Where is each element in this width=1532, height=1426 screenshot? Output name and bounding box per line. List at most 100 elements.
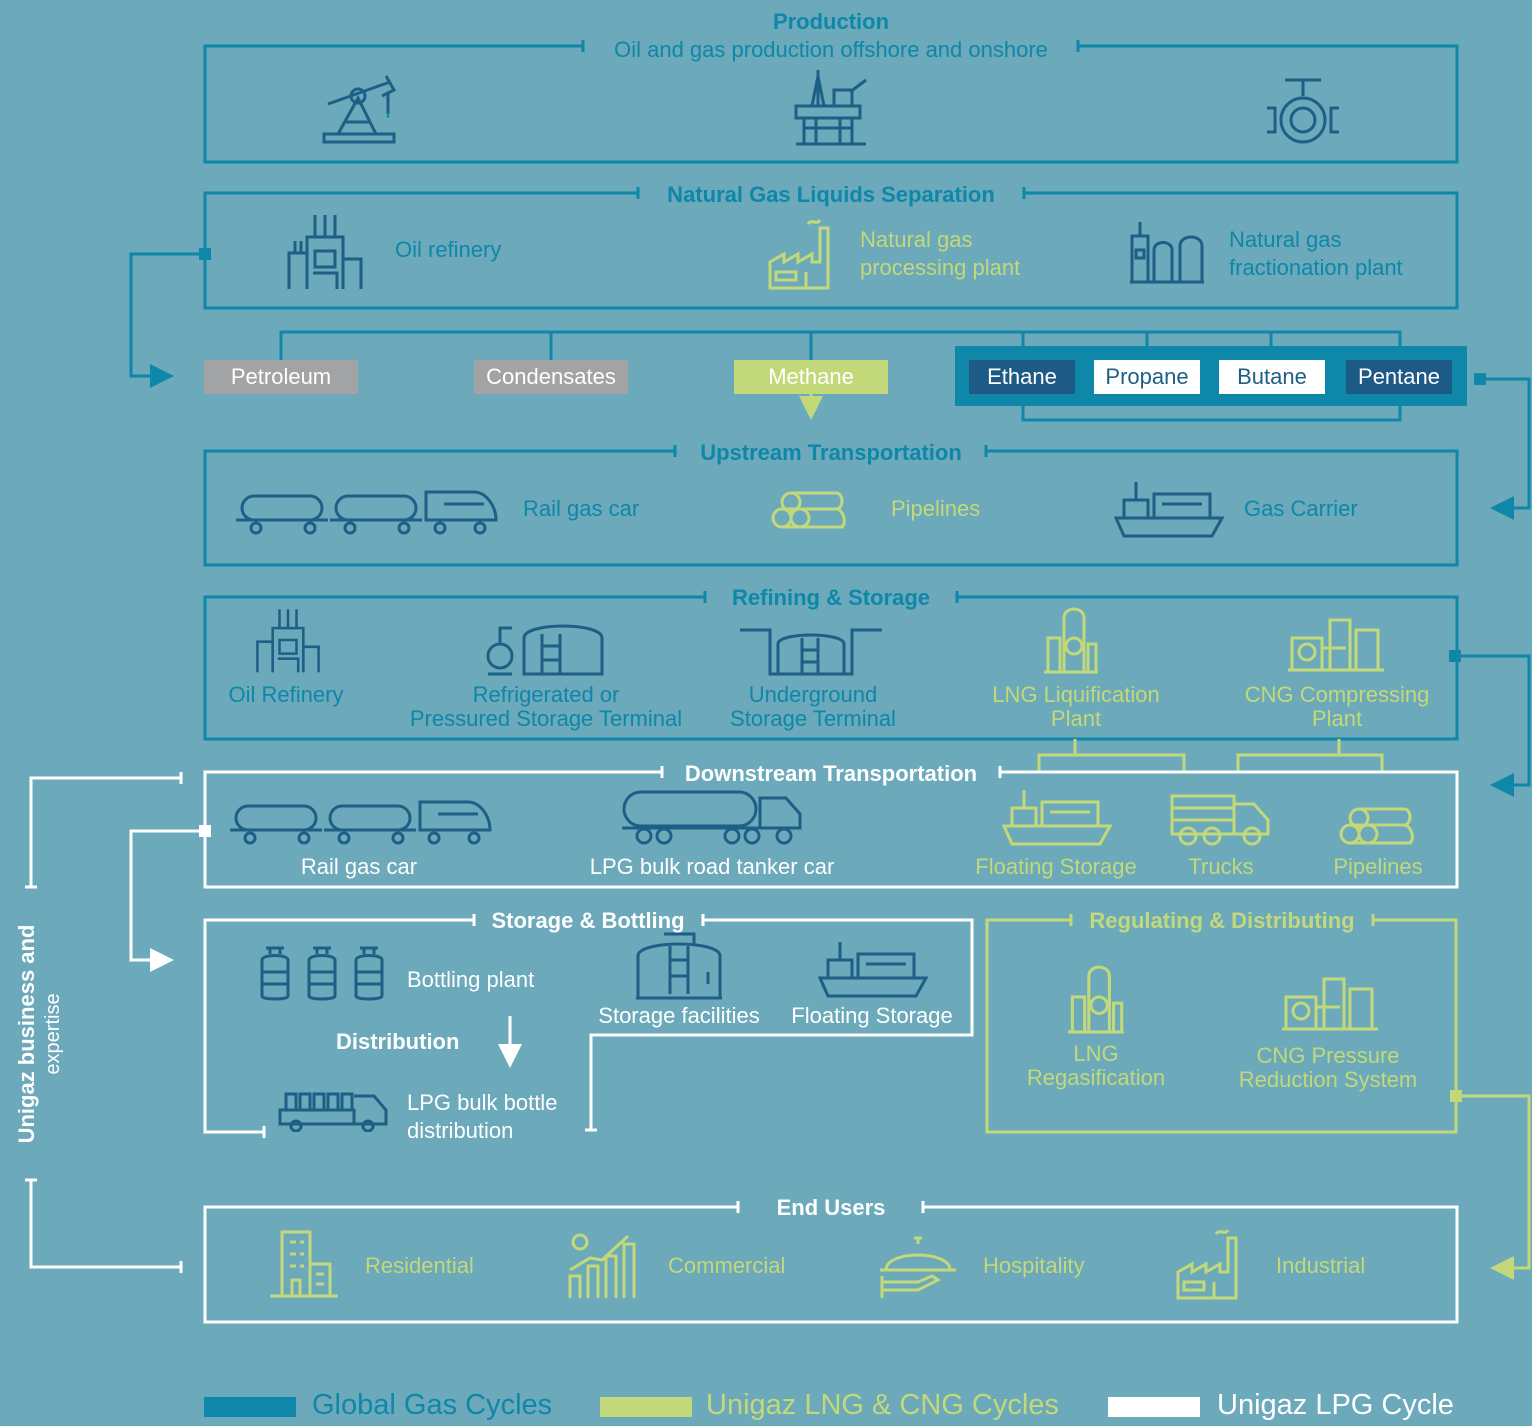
residential-icon xyxy=(270,1230,338,1298)
downstream-title: Downstream Transportation xyxy=(684,761,978,786)
storage-floating-label: Floating Storage xyxy=(791,1003,953,1028)
end-users-industrial-label: Industrial xyxy=(1276,1253,1366,1278)
ngl-title: Natural Gas Liquids Separation xyxy=(667,182,995,207)
refining-cng-line2: Plant xyxy=(1311,706,1363,731)
ngl-processing-line1: Natural gas xyxy=(860,227,973,252)
end-users-title: End Users xyxy=(776,1195,886,1220)
storage-bottling-title: Storage & Bottling xyxy=(491,908,685,933)
regulating-lng-label: LNG Regasification xyxy=(1027,1042,1165,1090)
downstream-floating-label: Floating Storage xyxy=(975,854,1137,879)
side-label-normal: expertise xyxy=(42,993,64,1075)
production-subtitle: Oil and gas production offshore and onsh… xyxy=(614,37,1048,62)
rail-gas-car-icon xyxy=(236,490,498,535)
legend-global-swatch xyxy=(204,1397,296,1417)
bulk-bottle-label: LPG bulk bottle distribution xyxy=(407,1089,557,1145)
bottle-truck-icon xyxy=(278,1092,388,1132)
refining-lng-line1: LNG Liquification xyxy=(992,682,1160,707)
refining-refrigerated-line1: Refrigerated or xyxy=(472,682,620,707)
legend-lpg-label: Unigaz LPG Cycle xyxy=(1217,1389,1454,1421)
legend-lng-cng-label: Unigaz LNG & CNG Cycles xyxy=(706,1389,1059,1421)
end-users-commercial-label: Commercial xyxy=(668,1253,786,1278)
industrial-icon xyxy=(1176,1229,1238,1300)
refining-underground-line1: Underground xyxy=(748,682,878,707)
legend-lng-cng-swatch xyxy=(600,1397,692,1417)
downstream-tanker-label: LPG bulk road tanker car xyxy=(589,854,835,879)
product-ethane: Ethane xyxy=(969,360,1075,394)
ngl-processing-line2: processing plant xyxy=(860,255,1021,280)
ngl-fractionation-line2: fractionation plant xyxy=(1229,255,1403,280)
product-pentane: Pentane xyxy=(1346,360,1452,394)
cng-compressor-icon xyxy=(1288,618,1384,672)
legend-lpg-swatch xyxy=(1108,1397,1200,1417)
refining-title: Refining & Storage xyxy=(731,585,931,610)
side-label: Unigaz business and expertise xyxy=(14,925,66,1144)
rail-gas-car-icon-2 xyxy=(230,800,492,845)
upstream-pipelines-label: Pipelines xyxy=(891,496,981,521)
ngl-processing-label: Natural gas processing plant xyxy=(860,226,1020,282)
refinery-icon-2 xyxy=(256,609,320,673)
upstream-carrier-label: Gas Carrier xyxy=(1244,496,1358,521)
product-propane: Propane xyxy=(1094,360,1200,394)
product-condensates: Condensates xyxy=(474,360,628,394)
product-methane: Methane xyxy=(734,360,888,394)
oil-pump-icon xyxy=(322,75,397,144)
downstream-pipelines-label: Pipelines xyxy=(1333,854,1423,879)
downstream-rail-label: Rail gas car xyxy=(300,854,418,879)
pipelines-icon-2 xyxy=(1339,807,1414,845)
refining-underground-line2: Storage Terminal xyxy=(730,706,896,731)
tanker-truck-icon xyxy=(622,790,802,845)
refinery-icon xyxy=(287,215,363,289)
bulk-bottle-line1: LPG bulk bottle xyxy=(407,1090,558,1115)
gas-bottles-icon xyxy=(260,946,384,1001)
lng-regas-icon xyxy=(1068,965,1124,1034)
end-users-residential-label: Residential xyxy=(365,1253,474,1278)
refining-cng-label: CNG Compressing Plant xyxy=(1245,683,1430,731)
side-label-bold: Unigaz business and xyxy=(14,924,39,1144)
pipelines-icon xyxy=(771,491,846,529)
end-users-hospitality-label: Hospitality xyxy=(983,1253,1085,1278)
product-butane: Butane xyxy=(1219,360,1325,394)
cng-reduction-icon xyxy=(1282,977,1378,1031)
production-title: Production xyxy=(772,9,890,34)
regulating-cng-line1: CNG Pressure xyxy=(1256,1043,1400,1068)
floating-storage-icon xyxy=(1002,790,1112,846)
hospitality-icon xyxy=(880,1236,956,1298)
factory-icon xyxy=(768,219,830,290)
product-petroleum: Petroleum xyxy=(204,360,358,394)
commercial-icon xyxy=(568,1233,636,1298)
bottling-plant-label: Bottling plant xyxy=(407,967,535,992)
refining-oil-refinery-label: Oil Refinery xyxy=(228,682,344,707)
offshore-rig-icon xyxy=(794,70,867,146)
downstream-trucks-label: Trucks xyxy=(1188,854,1254,879)
upstream-rail-label: Rail gas car xyxy=(523,496,640,521)
refining-lng-line2: Plant xyxy=(1050,706,1102,731)
fractionation-plant-icon xyxy=(1130,222,1204,284)
legend-global-label: Global Gas Cycles xyxy=(312,1389,553,1421)
refining-refrigerated-label: Refrigerated or Pressured Storage Termin… xyxy=(410,683,682,731)
upstream-title: Upstream Transportation xyxy=(700,440,962,465)
lng-plant-icon xyxy=(1044,607,1098,674)
regulating-title: Regulating & Distributing xyxy=(1089,908,1355,933)
gas-carrier-icon xyxy=(1114,482,1224,538)
refining-cng-line1: CNG Compressing xyxy=(1244,682,1430,707)
ngl-fractionation-line1: Natural gas xyxy=(1229,227,1342,252)
bulk-bottle-line2: distribution xyxy=(407,1118,514,1143)
regulating-cng-label: CNG Pressure Reduction System xyxy=(1239,1044,1418,1092)
floating-storage-icon-2 xyxy=(818,942,928,998)
regulating-lng-line1: LNG xyxy=(1073,1041,1119,1066)
refining-underground-label: Underground Storage Terminal xyxy=(730,683,896,731)
refining-refrigerated-line2: Pressured Storage Terminal xyxy=(409,706,683,731)
distribution-label: Distribution xyxy=(336,1029,460,1054)
ngl-fractionation-label: Natural gas fractionation plant xyxy=(1229,226,1403,282)
storage-facilities-label: Storage facilities xyxy=(598,1003,760,1028)
refrigerated-storage-icon xyxy=(486,624,604,676)
regulating-cng-line2: Reduction System xyxy=(1238,1067,1418,1092)
regulating-lng-line2: Regasification xyxy=(1026,1065,1166,1090)
storage-tank-icon xyxy=(636,932,722,1000)
ngl-oil-refinery-label: Oil refinery xyxy=(395,237,502,262)
refining-lng-label: LNG Liquification Plant xyxy=(992,683,1160,731)
truck-icon xyxy=(1170,794,1270,846)
valve-icon xyxy=(1267,78,1339,144)
